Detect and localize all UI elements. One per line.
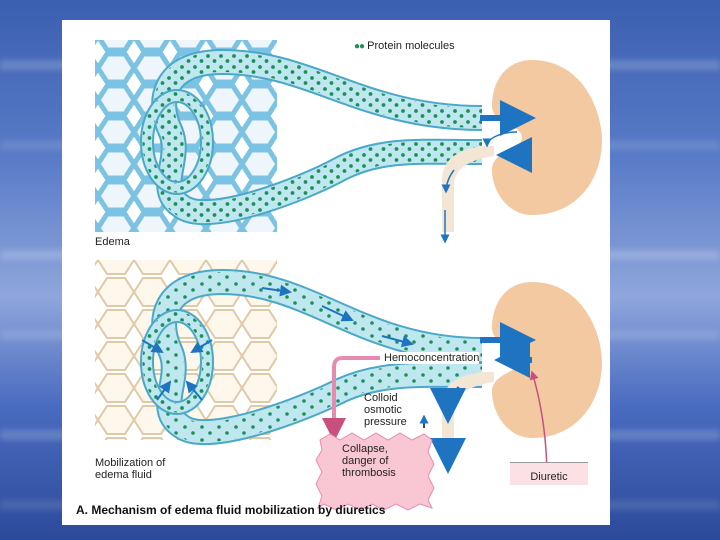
collapse-line-2: danger of bbox=[342, 455, 389, 467]
edema-vessel bbox=[140, 48, 483, 226]
colloid-label-2: osmotic bbox=[364, 404, 402, 416]
diagram-svg bbox=[95, 40, 602, 511]
colloid-label-1: Colloid bbox=[364, 392, 398, 404]
collapse-text: Collapse, danger of thrombosis bbox=[342, 443, 396, 479]
diagram-panel: ●● Protein molecules Edema Mobilization … bbox=[62, 20, 610, 525]
kidney-icon bbox=[492, 60, 602, 215]
collapse-box bbox=[315, 432, 435, 511]
mobilization-label-1: Mobilization of bbox=[95, 457, 166, 469]
collapse-line-1: Collapse, bbox=[342, 443, 388, 455]
mobilization-panel bbox=[95, 260, 602, 481]
collapse-line-3: thrombosis bbox=[342, 467, 396, 479]
mobilization-vessel bbox=[140, 268, 483, 446]
kidney-icon bbox=[492, 282, 602, 438]
mobilization-label-2: edema fluid bbox=[95, 469, 152, 481]
diuretic-label: Diuretic bbox=[510, 462, 588, 485]
protein-dots-icon: ●● bbox=[354, 41, 365, 52]
edema-label: Edema bbox=[95, 236, 130, 248]
colloid-label-3: pressure bbox=[364, 416, 407, 428]
hemoconcentration-label: Hemoconcentration bbox=[384, 352, 480, 364]
edema-panel bbox=[95, 40, 602, 244]
collapse-pointer bbox=[322, 356, 380, 442]
figure-caption: A. Mechanism of edema fluid mobilization… bbox=[76, 503, 386, 517]
protein-legend: ●● Protein molecules bbox=[354, 40, 455, 53]
protein-legend-label: Protein molecules bbox=[367, 40, 455, 52]
